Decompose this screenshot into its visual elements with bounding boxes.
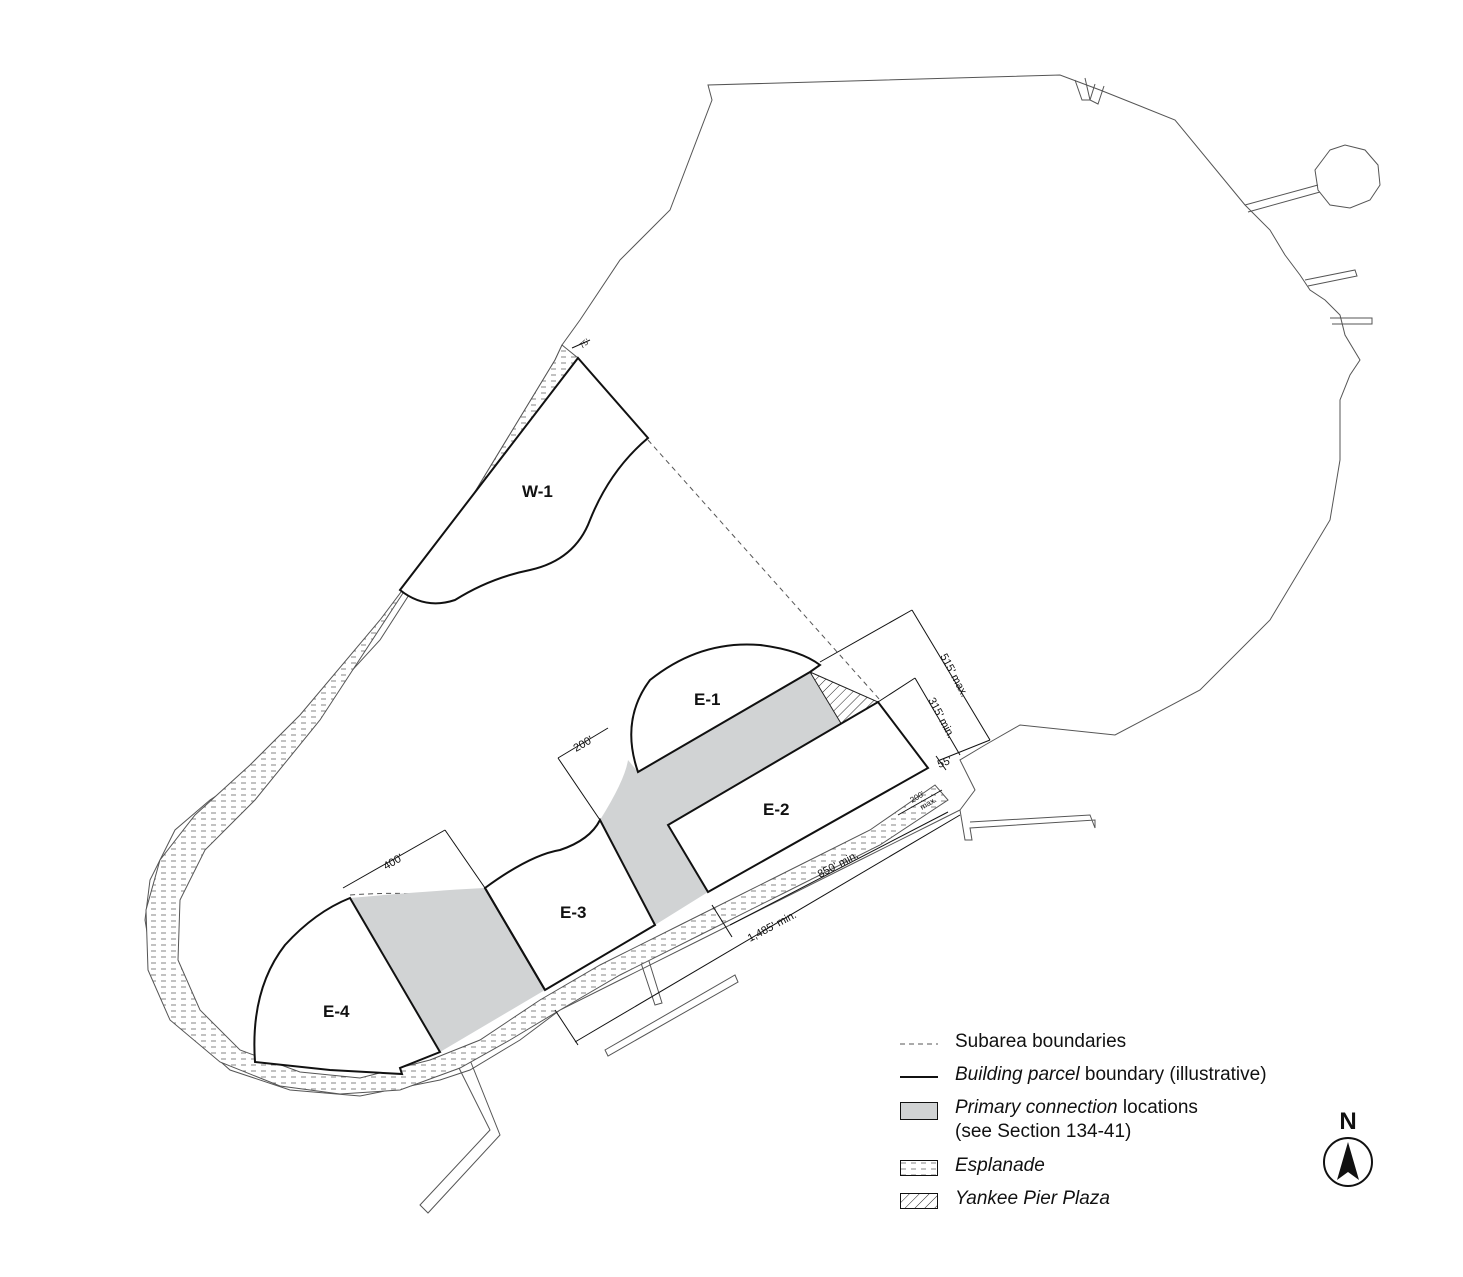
- fort-jay-structure: [1314, 144, 1381, 209]
- east-pier-1: [1304, 269, 1358, 287]
- legend-label-plaza-italic: Yankee Pier Plaza: [955, 1188, 1110, 1209]
- legend-label-esplanade-italic: Esplanade: [955, 1155, 1045, 1176]
- dimension-75: [571, 339, 591, 349]
- dimension-55: [935, 755, 947, 771]
- esplanade-band: [145, 344, 949, 1095]
- legend-item-esplanade: Esplanade: [900, 1154, 1320, 1187]
- legend-label-parcel-rest: boundary (illustrative): [1079, 1064, 1267, 1085]
- north-pier: [1074, 77, 1105, 105]
- parcel-w1-outline: [398, 356, 650, 605]
- legend-label-plaza: Yankee Pier Plaza: [955, 1187, 1110, 1211]
- legend-item-parcel: Building parcel boundary (illustrative): [900, 1063, 1320, 1096]
- parcel-e1-outline: [630, 643, 822, 774]
- legend-swatch-solid: [900, 1076, 938, 1078]
- legend-swatch-hatch: [900, 1193, 938, 1209]
- dimension-515-max: [819, 609, 991, 761]
- south-pier-2: [639, 957, 663, 1006]
- north-arrow-icon: [1323, 1137, 1373, 1187]
- east-pier-2: [1330, 317, 1373, 325]
- dimension-400: [342, 829, 486, 889]
- southeast-pier: [959, 809, 1096, 841]
- dim-label-315: 315' min.: [925, 696, 956, 741]
- parcel-label-e3: E-3: [560, 903, 586, 922]
- legend-label-parcel: Building parcel boundary (illustrative): [955, 1063, 1267, 1087]
- legend-swatch-dashed: [900, 1043, 938, 1045]
- legend-item-plaza: Yankee Pier Plaza: [900, 1187, 1320, 1220]
- legend-label-subarea: Subarea boundaries: [955, 1031, 1127, 1052]
- north-arrow: N: [1322, 1108, 1374, 1193]
- dim-label-75: 75': [578, 337, 592, 351]
- parcel-e4-outline: [253, 896, 442, 1076]
- dimension-850-min: [711, 811, 949, 938]
- dim-label-1485: 1,485' min.: [746, 909, 799, 945]
- legend-label-primary-italic: Primary connection: [955, 1097, 1118, 1118]
- parcel-e3-e4-edge: [484, 887, 546, 991]
- parcel-label-e4: E-4: [323, 1002, 350, 1021]
- dimension-200-top: [557, 727, 609, 821]
- north-letter: N: [1339, 1108, 1357, 1135]
- legend-item-subarea: Subarea boundaries: [900, 1030, 1320, 1063]
- subarea-boundary: [647, 439, 881, 701]
- dim-label-515: 515' max.: [937, 652, 970, 699]
- legend-label-parcel-italic: Building parcel: [955, 1064, 1080, 1085]
- legend-item-primary: Primary connection locations (see Sectio…: [900, 1096, 1320, 1154]
- southwest-pier: [419, 1059, 501, 1214]
- legend-label-primary-rest: locations: [1117, 1097, 1198, 1118]
- parcel-e3-outline: [483, 817, 657, 992]
- dimension-1485-min: [554, 814, 961, 1046]
- dimension-200-max: [897, 789, 943, 816]
- parcel-label-w1: W-1: [522, 482, 553, 501]
- legend-label-primary-line2: (see Section 134-41): [955, 1121, 1132, 1142]
- primary-connection-central: [600, 672, 878, 925]
- legend: Subarea boundaries Building parcel bound…: [900, 1030, 1320, 1220]
- parcel-label-e2: E-2: [763, 800, 789, 819]
- dim-label-200-top: 200': [572, 734, 596, 755]
- parcel-e2-outline: [666, 700, 930, 894]
- parcel-label-e1: E-1: [694, 690, 720, 709]
- legend-swatch-esplanade: [900, 1160, 938, 1176]
- legend-swatch-gray: [900, 1102, 938, 1120]
- legend-label-esplanade: Esplanade: [955, 1154, 1045, 1178]
- dimension-315-min: [877, 677, 961, 756]
- primary-connection-e4-e3: [350, 888, 545, 1052]
- dim-label-55: 55': [936, 755, 954, 771]
- south-pier-1: [604, 974, 739, 1057]
- legend-label-primary: Primary connection locations (see Sectio…: [955, 1096, 1198, 1144]
- fort-connector: [1244, 184, 1321, 213]
